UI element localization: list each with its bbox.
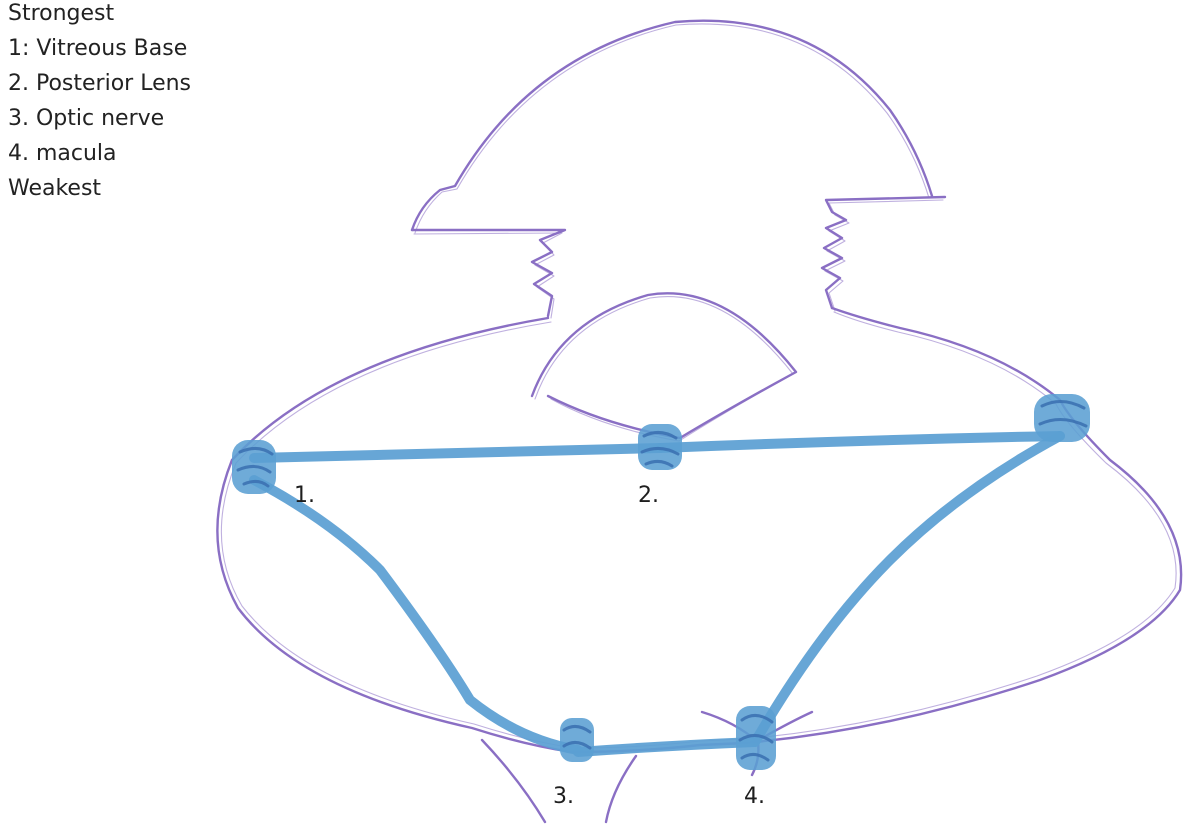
legend-item-vitreous-base: 1: Vitreous Base [8, 36, 188, 61]
right-iris-outline [820, 195, 947, 310]
left-iris-outline [410, 228, 567, 318]
connector-lens-to-anterior [655, 431, 1065, 453]
legend-item-posterior-lens: 2. Posterior Lens [8, 71, 192, 96]
connector-macula-to-anterior [750, 431, 1065, 747]
connector-optic-nerve-to-macula [573, 737, 760, 757]
cornea-outline [410, 19, 934, 232]
node-anterior-attachment [1034, 394, 1090, 442]
point-label-macula: 4. [744, 784, 765, 809]
legend-item-optic-nerve: 3. Optic nerve [8, 106, 165, 131]
point-label-vitreous-base: 1. [294, 483, 315, 508]
node-optic-nerve [560, 718, 594, 762]
point-label-optic-nerve: 3. [553, 784, 574, 809]
left-iris-outline-trace [413, 232, 563, 319]
connector-vitreous-to-lens [249, 443, 665, 463]
node-vitreous-base [232, 440, 276, 494]
attachment-strength-legend: Strongest 1: Vitreous Base 2. Posterior … [8, 0, 191, 206]
legend-strongest: Strongest [8, 1, 115, 26]
cornea-outline-trace [414, 23, 930, 234]
lens-outline [530, 292, 798, 440]
connector-vitreous-to-optic-nerve [249, 475, 583, 755]
globe-outline [216, 306, 1183, 754]
legend-weakest: Weakest [8, 176, 102, 201]
point-label-posterior-lens: 2. [638, 483, 659, 508]
legend-item-macula: 4. macula [8, 141, 117, 166]
optic-nerve-left-outline [480, 738, 547, 824]
lens-outline-trace [534, 296, 794, 442]
right-iris-outline-trace [824, 199, 944, 312]
node-posterior-lens [638, 424, 682, 470]
node-macula [736, 706, 776, 770]
attachment-connector [249, 431, 1065, 757]
optic-nerve-right-outline [604, 754, 638, 824]
